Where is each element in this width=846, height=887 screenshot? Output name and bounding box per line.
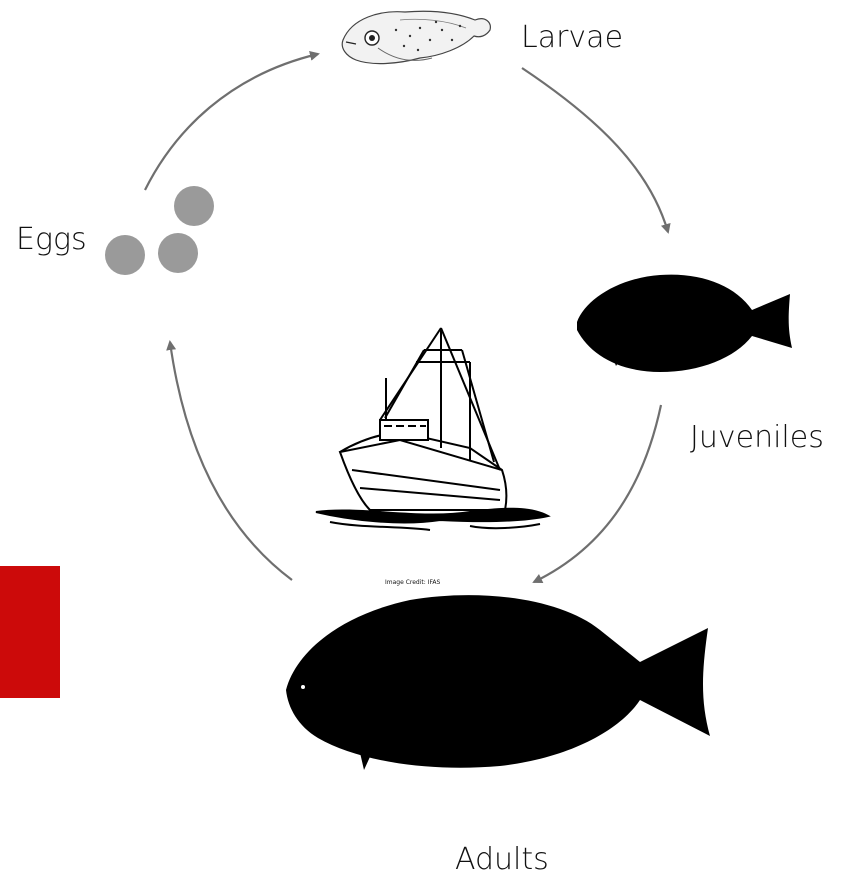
stage-label-adults: Adults [455, 842, 549, 877]
adult-fish-icon [286, 595, 710, 770]
arrow-juveniles-to-adults [534, 405, 661, 582]
larva-fish-icon [342, 11, 490, 63]
egg-icon [105, 186, 214, 275]
stage-label-larvae: Larvae [521, 20, 623, 55]
arrow-adults-to-eggs [170, 342, 292, 580]
juvenile-fish-icon [577, 275, 792, 372]
fishing-boat-icon [316, 328, 548, 530]
accent-block [0, 566, 60, 698]
image-credit: Image Credit: IFAS [385, 579, 440, 586]
arrow-eggs-to-larvae [145, 54, 318, 190]
arrow-larvae-to-juveniles [522, 68, 668, 232]
stage-label-eggs: Eggs [16, 222, 87, 257]
stage-label-juveniles: Juveniles [690, 420, 824, 455]
